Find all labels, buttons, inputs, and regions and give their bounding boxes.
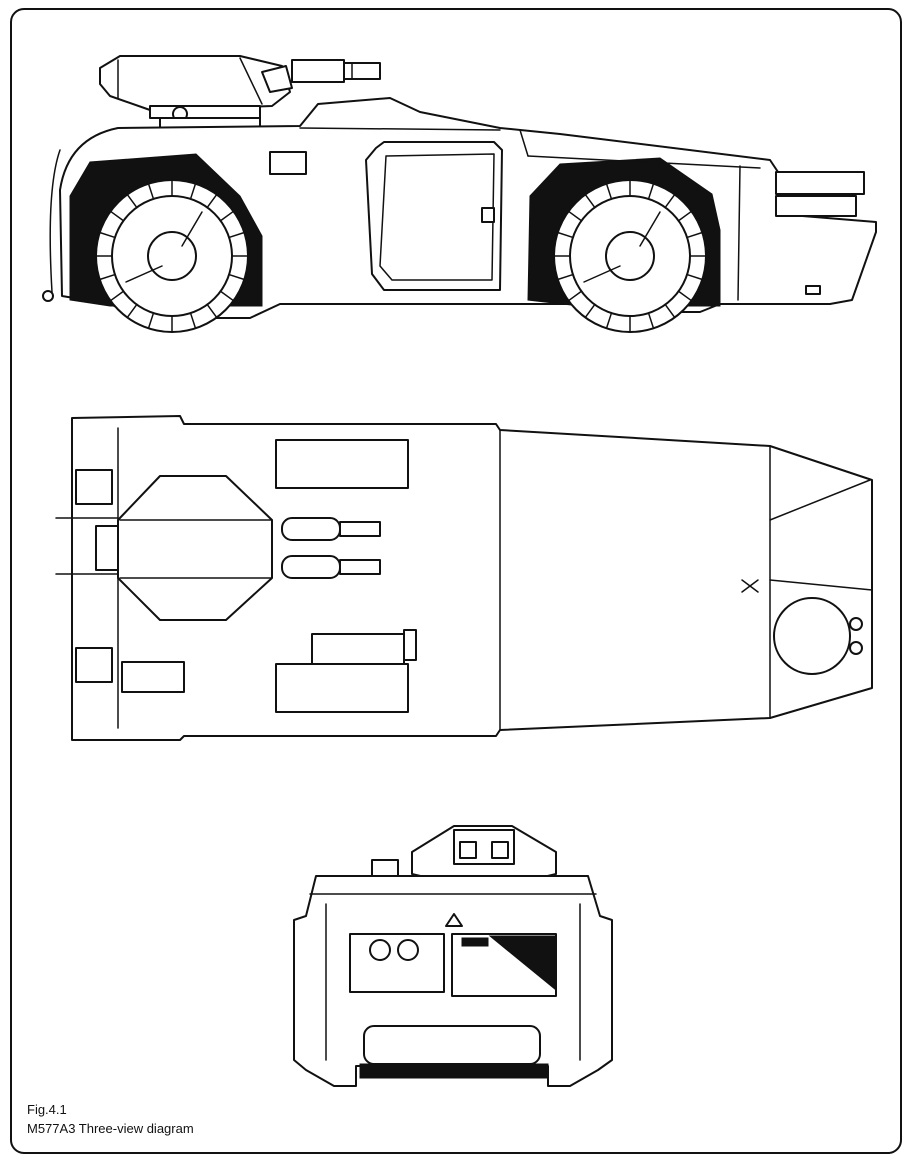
storage-box-upper [275,439,409,489]
diagram-frame [10,8,902,1154]
side-hatch [269,151,307,175]
front-view [293,825,613,1087]
figure-caption: Fig.4.1 M577A3 Three-view diagram [27,1100,194,1138]
tow-hook [42,290,54,302]
front-wheel [95,179,249,333]
figure-title: M577A3 Three-view diagram [27,1121,194,1136]
gun-barrel-upper [281,517,341,541]
storage-box-lower [275,663,409,713]
hull-top [71,415,873,741]
viewport-left [349,933,445,993]
side-door [365,141,503,291]
engine-hatch [773,597,851,675]
rear-wheel [553,179,707,333]
side-view [42,55,877,333]
figure-number: Fig.4.1 [27,1102,67,1117]
top-view [55,415,873,741]
gun-barrel-lower [281,555,341,579]
turret-top [117,475,273,621]
